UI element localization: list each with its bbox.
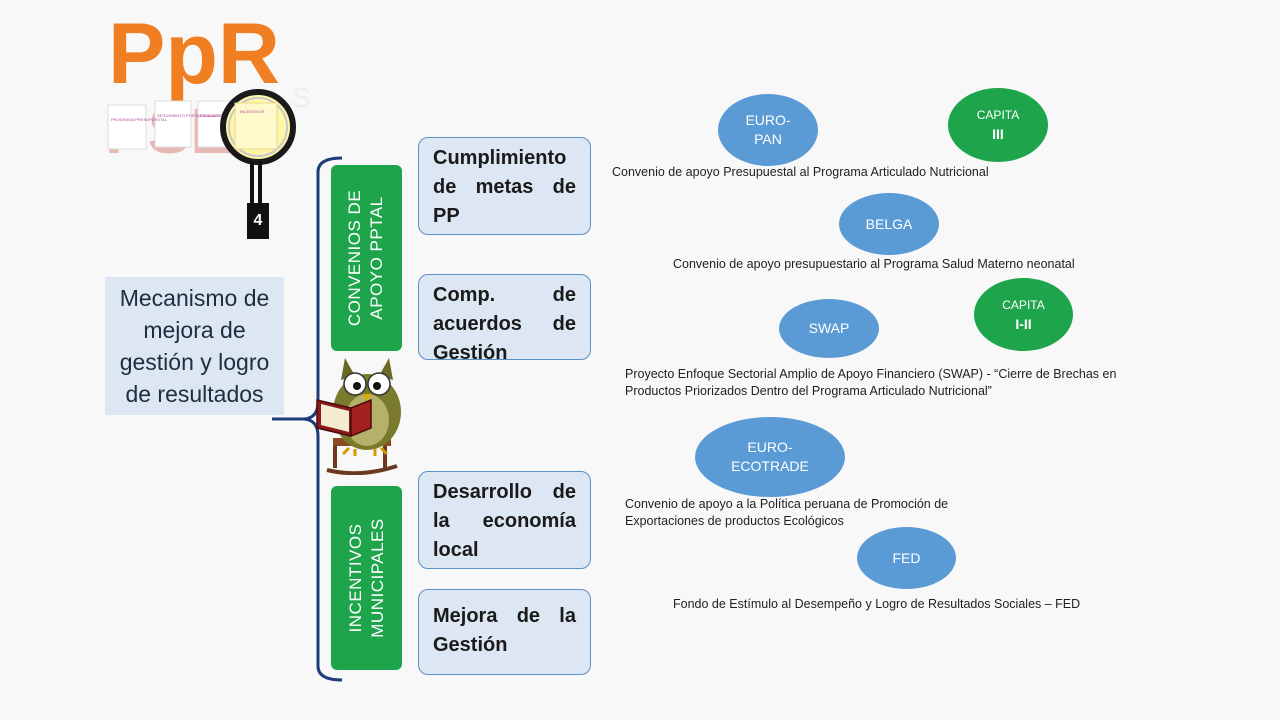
circle-capita-i-ii-label: CAPITA bbox=[1002, 297, 1045, 312]
circle-euro-ecotrade-label: EURO- ECOTRADE bbox=[731, 439, 809, 474]
logo-badge bbox=[247, 203, 269, 239]
note-euro-pan: Convenio de apoyo Presupuestal al Progra… bbox=[612, 165, 989, 179]
circle-euro-pan-label: EURO- PAN bbox=[745, 112, 791, 147]
circle-capita-iii-number: III bbox=[992, 126, 1004, 142]
category-incentivos-label: INCENTIVOS MUNICIPALES bbox=[345, 518, 387, 638]
logo-letter-s: S bbox=[292, 82, 311, 113]
bracket-connector bbox=[272, 156, 343, 682]
circle-belga-label: BELGA bbox=[865, 215, 913, 232]
curly-bracket bbox=[303, 156, 343, 682]
item-mejora-gestion: Mejora de la Gestión bbox=[418, 589, 591, 675]
ppr-logo: PpR PSE PROGRAMA PRESUPUESTAL SEGUIMIENT… bbox=[100, 5, 330, 245]
category-incentivos: INCENTIVOS MUNICIPALES bbox=[331, 486, 402, 670]
circle-capita-iii-label: CAPITA bbox=[976, 108, 1020, 122]
category-convenios-label: CONVENIOS DE APOYO PPTAL bbox=[345, 189, 387, 327]
circle-capita-iii: CAPITA III bbox=[948, 88, 1048, 162]
logo-badge-number: 4 bbox=[254, 212, 263, 229]
circle-capita-i-ii: CAPITA I-II bbox=[974, 278, 1073, 351]
logo-sheet-text: PROGRAMA PRESUPUESTAL bbox=[111, 117, 168, 122]
note-ecotrade: Convenio de apoyo a la Política peruana … bbox=[625, 497, 949, 528]
item-cumplimiento-metas: Cumplimiento de metas de PP bbox=[418, 137, 591, 235]
circle-belga: BELGA bbox=[839, 193, 939, 255]
circle-swap: SWAP bbox=[779, 299, 879, 358]
magnifier-icon: INCENTIVOS bbox=[220, 89, 296, 213]
note-swap: Proyecto Enfoque Sectorial Amplio de Apo… bbox=[625, 367, 1117, 398]
logo-sheet-text: INCENTIVOS bbox=[240, 109, 265, 114]
circle-euro-ecotrade: EURO- ECOTRADE bbox=[695, 417, 845, 497]
item-comp-acuerdos: Comp. de acuerdos de Gestión bbox=[418, 274, 591, 364]
circle-fed: FED bbox=[857, 527, 956, 589]
circle-swap-label: SWAP bbox=[808, 320, 850, 336]
ppr-logo-graphic: PpR PSE PROGRAMA PRESUPUESTAL SEGUIMIENT… bbox=[105, 6, 311, 239]
logo-sheet bbox=[154, 100, 192, 148]
circle-fed-label: FED bbox=[892, 549, 921, 566]
note-belga: Convenio de apoyo presupuestario al Prog… bbox=[673, 257, 1075, 271]
logo-sheet-text: SEGUIMIENTO POR INDICADORES bbox=[157, 113, 224, 118]
logo-letters-top: PpR bbox=[108, 6, 280, 102]
main-concept-box: Mecanismo de mejora de gestión y logro d… bbox=[105, 277, 284, 415]
logo-sheet bbox=[107, 104, 147, 150]
note-fed: Fondo de Estímulo al Desempeño y Logro d… bbox=[673, 597, 1081, 611]
circle-euro-pan: EURO- PAN bbox=[718, 94, 818, 166]
category-convenios: CONVENIOS DE APOYO PPTAL bbox=[331, 165, 402, 351]
owl-mascot-icon bbox=[316, 358, 401, 475]
circle-capita-i-ii-number: I-II bbox=[1015, 315, 1032, 332]
item-desarrollo-economia: Desarrollo de la economía local bbox=[418, 471, 591, 569]
